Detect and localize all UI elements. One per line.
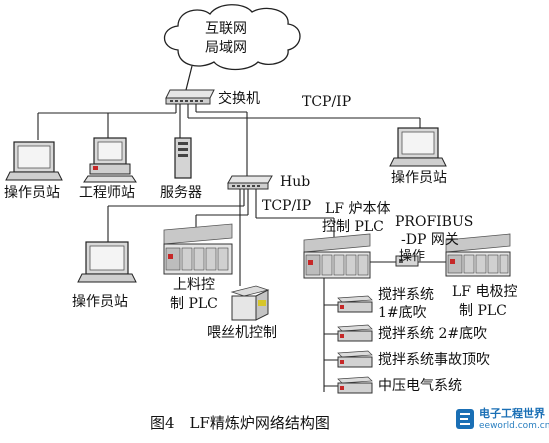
hub-label: Hub xyxy=(280,174,311,190)
stir-system-1-label-line2: 1#底吹 xyxy=(378,305,427,321)
switch-icon xyxy=(165,89,215,105)
feed-plc-label-line2: 制 PLC xyxy=(170,296,218,312)
wire-feeder-plc-icon xyxy=(230,285,270,321)
cloud-label-internet: 互联网 xyxy=(205,21,247,37)
lf-electrode-plc-label-line2: 制 PLC xyxy=(459,303,507,319)
stir-system-1-label-line1: 搅拌系统 xyxy=(378,287,434,303)
gateway-operation-label: 操作 xyxy=(399,249,426,264)
hub-icon xyxy=(227,175,273,190)
feed-plc-icon xyxy=(163,223,233,275)
watermark-text-en: eeworld.com.cn xyxy=(479,421,549,431)
figure-caption: 图4 LF精炼炉网络结构图 xyxy=(150,414,330,432)
operator-station-label-1: 操作员站 xyxy=(4,185,60,201)
profibus-label-line1: PROFIBUS xyxy=(395,214,474,230)
engineer-workstation-icon xyxy=(83,137,137,183)
server-icon xyxy=(174,137,192,179)
watermark-logo: 电子工程世界 eeworld.com.cn xyxy=(453,403,549,437)
switch-label: 交换机 xyxy=(218,91,260,107)
stir-top-module-icon xyxy=(324,350,373,368)
lf-body-plc-label-line2: 控制 PLC xyxy=(322,219,384,235)
operator-station-label-3: 操作员站 xyxy=(72,294,128,310)
wire-feeder-label: 喂丝机控制 xyxy=(207,325,277,341)
profibus-gateway-icon xyxy=(370,255,446,267)
watermark-text-cn: 电子工程世界 xyxy=(479,407,545,420)
watermark-mark-icon xyxy=(456,409,474,429)
lf-body-plc-icon xyxy=(303,233,371,279)
stir-system-1-module-icon xyxy=(324,295,373,313)
workstation-icon xyxy=(389,127,447,167)
mid-tcpip-label: TCP/IP xyxy=(262,198,312,214)
cloud-label-lan: 局域网 xyxy=(205,40,247,56)
mv-electrical-module-icon xyxy=(324,376,373,394)
top-tcpip-label: TCP/IP xyxy=(302,94,352,110)
workstation-icon xyxy=(77,241,137,283)
lf-body-plc-label-line1: LF 炉本体 xyxy=(325,201,391,217)
operator-station-label-2: 操作员站 xyxy=(391,170,447,186)
lf-electrode-plc-icon xyxy=(445,233,511,277)
stir-system-2-module-icon xyxy=(324,324,373,342)
stir-system-2-label: 搅拌系统 2#底吹 xyxy=(378,326,488,342)
server-label: 服务器 xyxy=(160,185,202,201)
workstation-icon xyxy=(5,141,63,181)
profibus-label-line2: -DP 网关 xyxy=(401,232,459,248)
engineer-station-label: 工程师站 xyxy=(79,185,135,201)
stir-top-label: 搅拌系统事故顶吹 xyxy=(378,352,490,368)
lf-electrode-plc-label-line1: LF 电极控 xyxy=(452,284,518,300)
cloud-icon xyxy=(163,4,301,71)
feed-plc-label-line1: 上料控 xyxy=(173,277,215,293)
mv-electrical-label: 中压电气系统 xyxy=(378,378,462,394)
